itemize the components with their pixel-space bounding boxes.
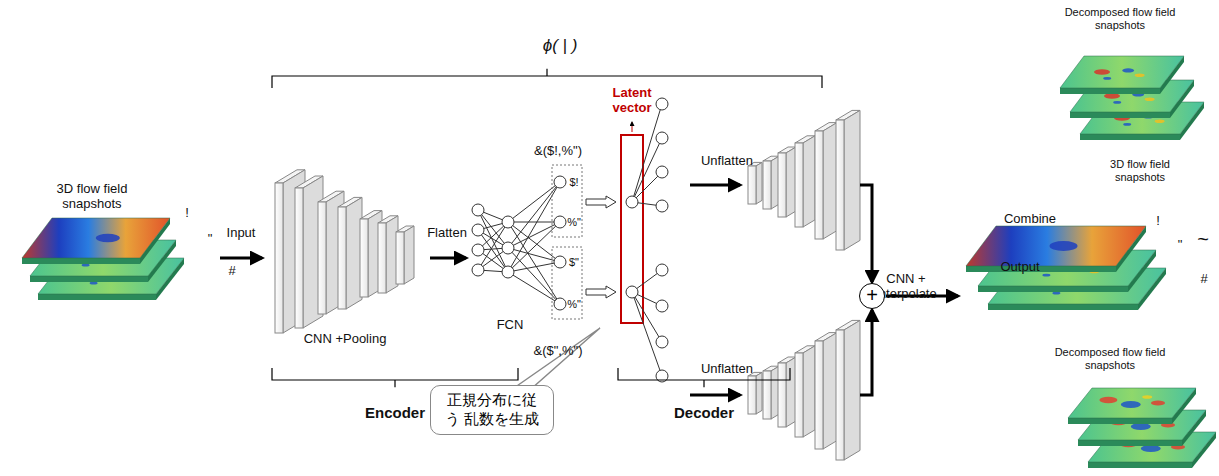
- latent-vector-box: [621, 135, 643, 323]
- annotation-label: $": [569, 256, 579, 269]
- cnn-layer: [275, 170, 305, 333]
- annotation-label: Unflatten: [701, 362, 753, 377]
- cnn-layer: [815, 333, 837, 449]
- callout-box: 正規分布に従う 乱数を生成: [430, 385, 554, 435]
- latent-expansion: [626, 98, 668, 382]
- dotted-group: [552, 247, 582, 319]
- cnn-layer: [763, 366, 779, 419]
- annotation-label: $!: [569, 176, 578, 189]
- annotation-label: &($",%"): [534, 344, 583, 359]
- cnn-layer: [836, 320, 860, 460]
- cnn-layer: [815, 123, 837, 239]
- flow-arrow: [690, 394, 740, 397]
- annotation-label: 3D flow field snapshots: [37, 182, 147, 212]
- annotation-label: ": [208, 232, 213, 247]
- cnn-layer: [763, 156, 779, 209]
- annotation-label: FCN: [497, 318, 524, 333]
- annotation-label: Decomposed flow field snapshots: [1045, 6, 1195, 31]
- latent-vector-label: Latent vector: [597, 86, 667, 116]
- annotation-label: #: [228, 264, 235, 279]
- section-title: Decoder: [674, 404, 734, 421]
- dotted-group: [552, 165, 582, 237]
- cnn-layer: [836, 110, 860, 250]
- annotation-label: %": [567, 216, 581, 229]
- annotation-label: !: [185, 206, 189, 221]
- annotation-label: ϕ( | ): [543, 36, 578, 56]
- annotation-label: ": [1178, 238, 1183, 253]
- flow-arrow: [690, 184, 740, 187]
- flow-snapshot: [966, 226, 1146, 272]
- cnn-layer: [378, 216, 398, 293]
- annotation-label: 3D flow field snapshots: [1085, 158, 1195, 183]
- flow-arrow: [430, 257, 466, 260]
- cnn-layer: [338, 197, 362, 309]
- annotation-label: %": [567, 298, 581, 311]
- annotation-label: Input: [227, 226, 256, 241]
- annotation-label: CNN +Pooling: [304, 332, 387, 347]
- annotation-label: Output: [1000, 260, 1039, 275]
- sampling-arrow: [586, 196, 616, 208]
- bracket: [272, 69, 822, 88]
- combine-circle: +: [859, 283, 885, 309]
- cnn-layer: [795, 346, 815, 437]
- leader-line: [632, 122, 633, 132]
- cnn-layer: [748, 372, 762, 414]
- combine-line: [860, 185, 872, 282]
- combine-line: [860, 310, 872, 395]
- annotation-label: Flatten: [427, 226, 467, 241]
- node-text: 正規分布に従う 乱数を生成: [441, 391, 543, 429]
- sampling-arrow: [586, 286, 616, 298]
- flow-arrow: [220, 257, 262, 260]
- flow-snapshot: [1068, 388, 1196, 424]
- annotation-label: &($!,%"): [534, 144, 582, 159]
- flow-snapshot: [22, 218, 170, 264]
- cnn-layer: [778, 357, 796, 427]
- flow-snapshot: [1060, 56, 1184, 94]
- cnn-layer: [748, 162, 762, 204]
- annotation-label: #: [1200, 272, 1207, 287]
- section-title: Encoder: [365, 404, 425, 421]
- annotation-label: ~: [1197, 228, 1209, 251]
- callout-pointer: [515, 328, 600, 387]
- annotation-label: Decomposed flow field snapshots: [1035, 346, 1185, 371]
- annotation-label: Combine: [1004, 212, 1056, 227]
- cnn-layer: [795, 136, 815, 227]
- annotation-label: Unflatten: [701, 154, 753, 169]
- annotation-label: !: [1156, 214, 1160, 229]
- cnn-layer: [396, 226, 414, 284]
- cnn-layer: [778, 147, 796, 217]
- node-text: +: [860, 284, 884, 306]
